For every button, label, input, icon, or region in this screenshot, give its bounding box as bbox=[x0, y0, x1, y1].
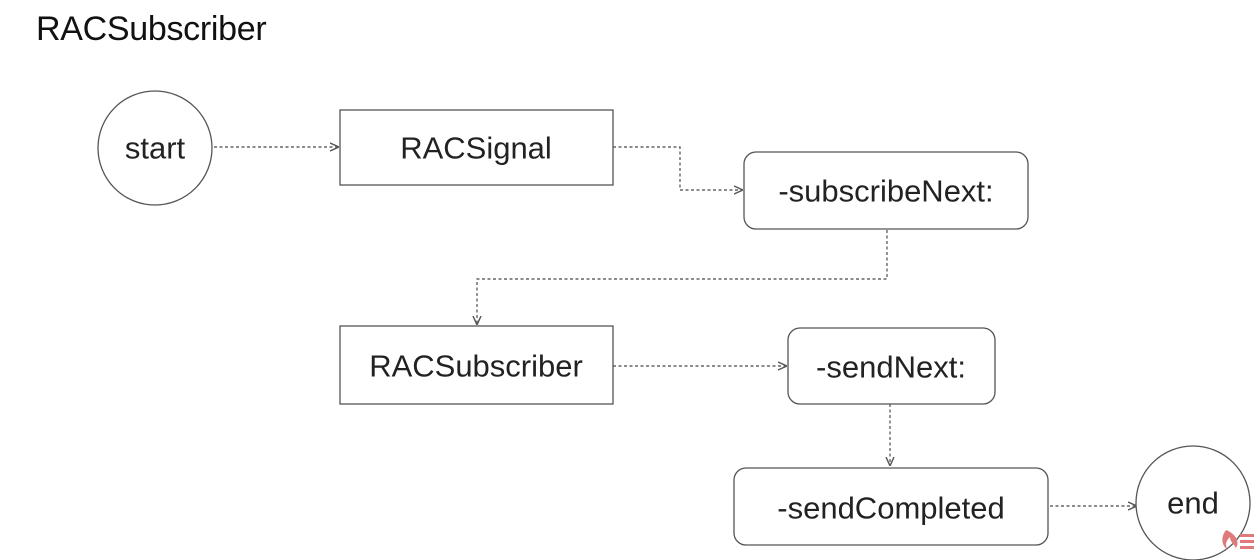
node-send-completed: -sendCompleted bbox=[733, 467, 1049, 546]
node-end: end bbox=[1135, 445, 1251, 560]
node-end-label: end bbox=[1167, 486, 1219, 521]
node-start-label: start bbox=[125, 131, 186, 166]
node-racsubscriber-label: RACSubscriber bbox=[369, 349, 583, 384]
edge-subscribenext-to-racsubscriber bbox=[477, 230, 888, 324]
node-start: start bbox=[97, 90, 213, 206]
node-send-next-label: -sendNext: bbox=[816, 350, 966, 385]
node-subscribe-next-label: -subscribeNext: bbox=[778, 174, 993, 209]
node-send-next: -sendNext: bbox=[787, 327, 996, 405]
node-racsignal-label: RACSignal bbox=[400, 131, 552, 166]
node-send-completed-label: -sendCompleted bbox=[777, 491, 1004, 526]
watermark-logo-icon bbox=[1222, 530, 1254, 550]
node-subscribe-next: -subscribeNext: bbox=[743, 151, 1029, 230]
edge-racsignal-to-subscribenext bbox=[613, 146, 742, 190]
node-racsubscriber: RACSubscriber bbox=[339, 325, 614, 405]
node-racsignal: RACSignal bbox=[339, 109, 614, 186]
page-title: RACSubscriber bbox=[36, 10, 267, 48]
